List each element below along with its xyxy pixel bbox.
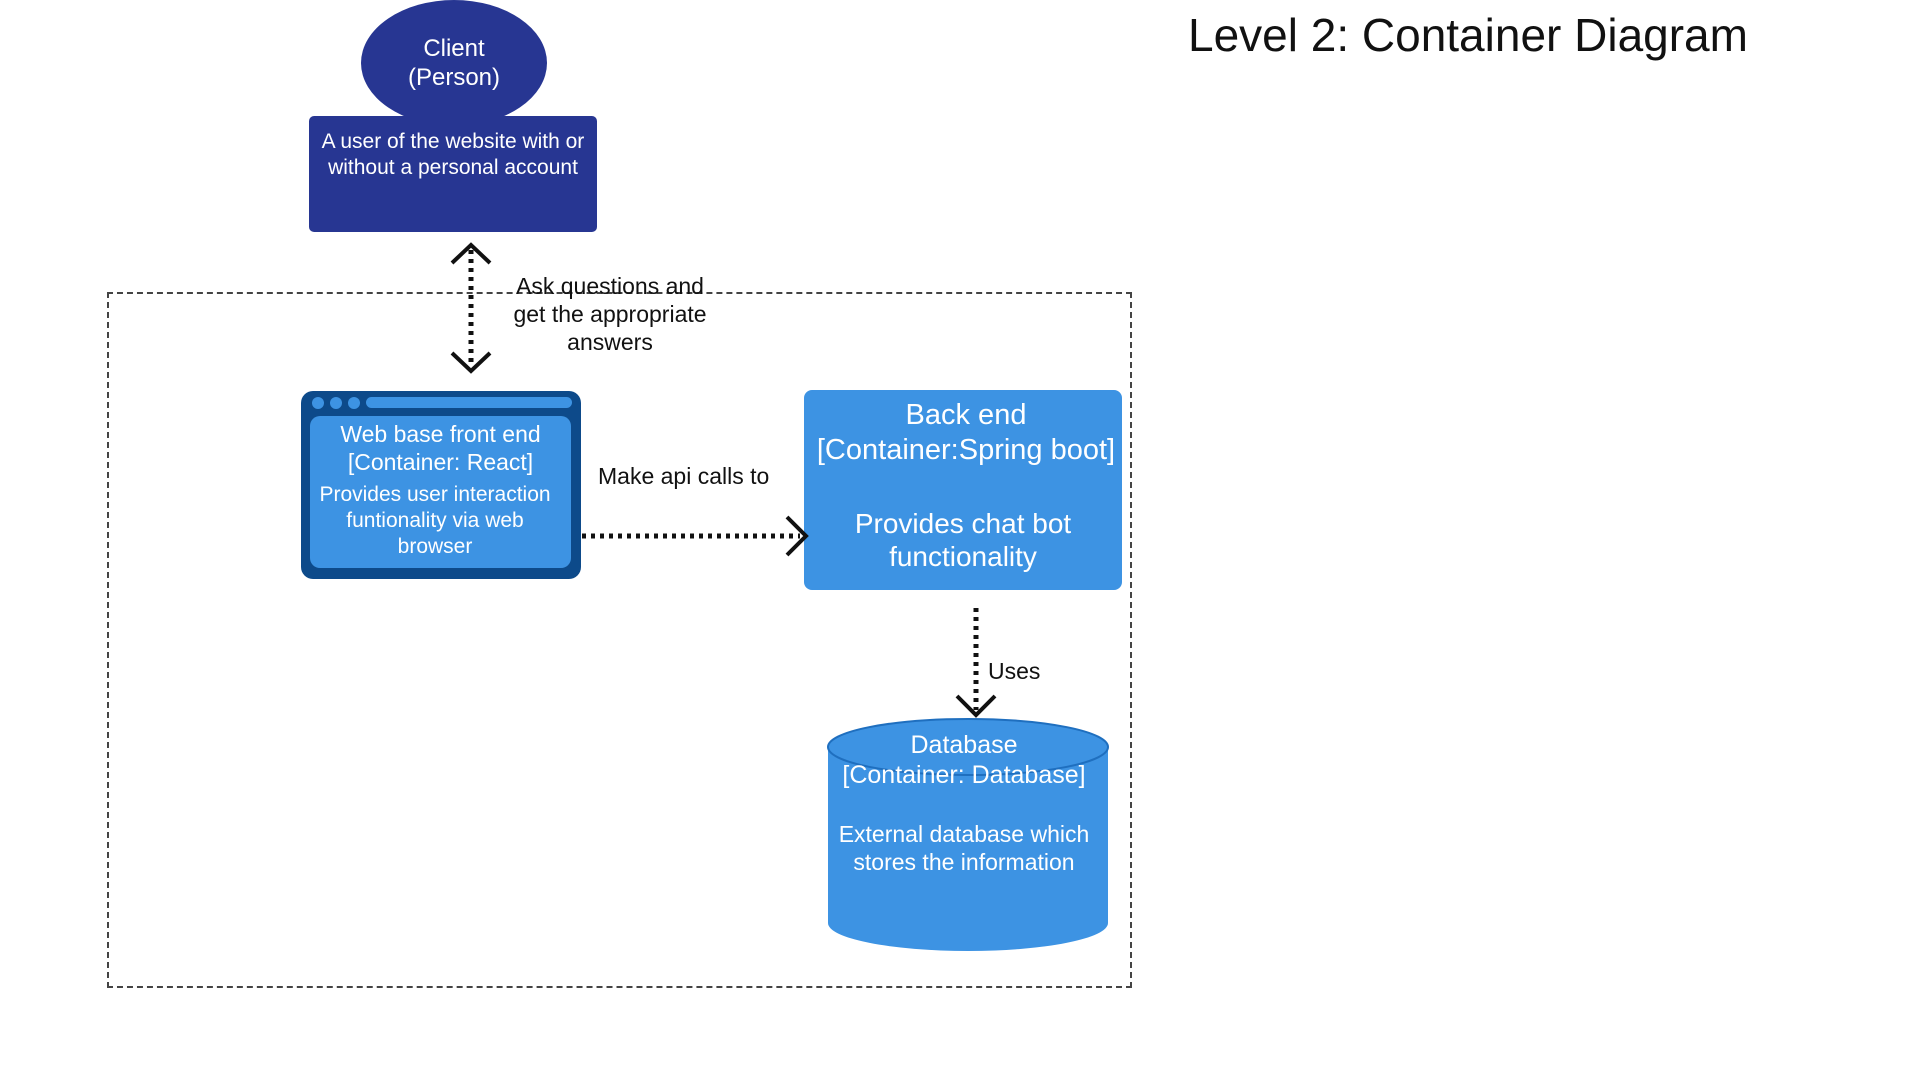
frontend-title-line1: Web base front end (340, 421, 541, 447)
client-description-box: A user of the website with or without a … (309, 116, 597, 232)
backend-database-arrow (955, 608, 997, 718)
client-name: Client (423, 35, 485, 62)
diagram-title: Level 2: Container Diagram (1188, 9, 1748, 61)
browser-address-bar (366, 397, 572, 408)
backend-description: Provides chat bot functionality (854, 508, 1072, 572)
backend-container (804, 390, 1122, 590)
client-person-head (361, 0, 547, 126)
client-description: A user of the website with or without a … (321, 130, 585, 179)
database-title-line2: [Container: Database] (842, 761, 1086, 789)
edge-label-ask-questions: Ask questions and get the appropriate an… (513, 273, 707, 355)
browser-dot-icon (312, 397, 324, 409)
browser-dot-icon (348, 397, 360, 409)
backend-title-line1: Back end (905, 399, 1027, 431)
database-title: Database [Container: Database] (826, 730, 1102, 790)
frontend-backend-arrow (582, 515, 809, 557)
database-title-line1: Database (910, 731, 1018, 759)
database-description: External database which stores the infor… (838, 821, 1090, 875)
edge-label-uses: Uses (988, 658, 1041, 684)
frontend-description: Provides user interaction funtionality v… (319, 483, 551, 558)
client-frontend-arrow (450, 242, 492, 374)
backend-title: Back end [Container:Spring boot] (804, 398, 1128, 468)
database-cylinder (827, 718, 1109, 951)
backend-title-line2: [Container:Spring boot] (816, 434, 1116, 466)
client-type: (Person) (407, 64, 501, 91)
system-boundary (107, 292, 1132, 988)
frontend-title: Web base front end [Container: React] (310, 420, 571, 476)
frontend-container (310, 416, 571, 568)
frontend-title-line2: [Container: React] (347, 449, 534, 475)
edge-label-api-calls: Make api calls to (598, 463, 770, 489)
browser-dot-icon (330, 397, 342, 409)
client-name-label: Client (Person) (361, 34, 547, 92)
